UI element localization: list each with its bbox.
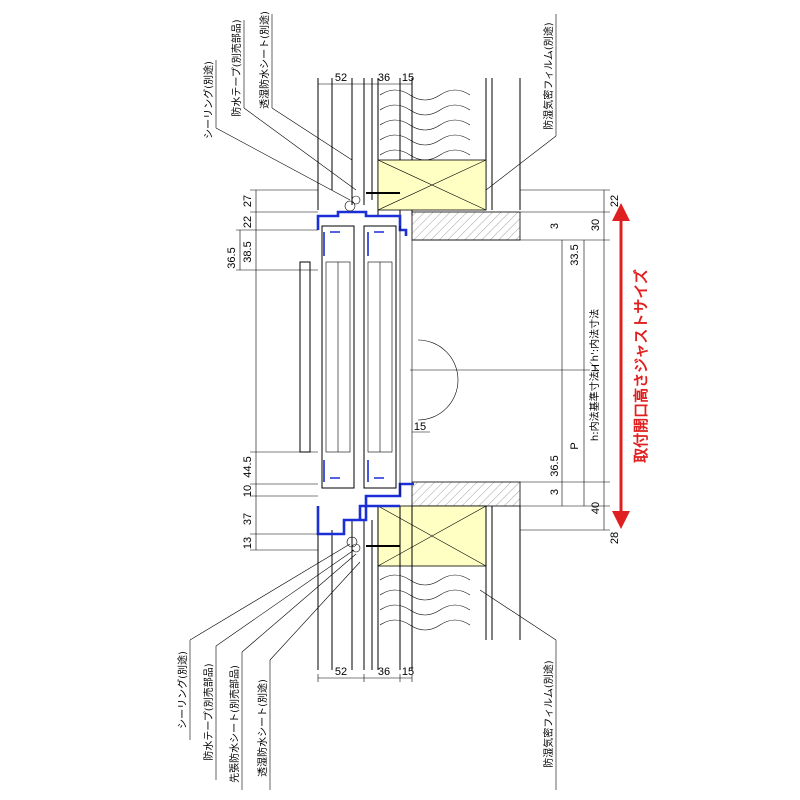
right-dim-28: 28 <box>609 532 621 544</box>
top-dimensions: 52 36 15 <box>317 72 414 88</box>
right-dim-3-top: 3 <box>549 223 561 229</box>
right-dim-22: 22 <box>609 195 621 207</box>
left-dim-27: 27 <box>242 195 254 207</box>
right-dim-335: 33.5 <box>569 244 581 265</box>
bottom-callouts: シーリング(別途) 防水テープ(別売部品) 先張防水シート(別売部品) 透湿防水… <box>176 543 557 790</box>
left-dim-445: 44.5 <box>242 456 254 477</box>
inner-dimension-label: h:内法基準寸法／h':内法寸法 <box>588 309 601 441</box>
opening-height-arrow: 取付開口高さジャストサイズ <box>612 203 650 529</box>
opening-height-label: 取付開口高さジャストサイズ <box>632 269 650 463</box>
callout-top-sealing: シーリング(別途) <box>202 61 215 139</box>
bottom-dim-52: 52 <box>335 666 347 678</box>
left-dim-37: 37 <box>242 513 254 525</box>
wall-top <box>317 78 521 241</box>
left-dim-365: 36.5 <box>226 247 238 268</box>
top-dim-36: 36 <box>378 72 390 84</box>
callout-bottom-waterproof-tape: 防水テープ(別売部品) <box>202 663 215 760</box>
left-dimensions: 27 22 36.5 38.5 44.5 10 37 13 <box>226 189 318 551</box>
callout-bottom-sealing: シーリング(別途) <box>176 651 189 729</box>
callout-top-breathable-sheet: 透湿防水シート(別途) <box>258 11 271 109</box>
top-dim-15: 15 <box>402 72 414 84</box>
right-dim-15: 15 <box>414 421 426 433</box>
callout-bottom-pre-sheet: 先張防水シート(別売部品) <box>228 665 241 783</box>
wall-bottom <box>317 481 521 670</box>
bottom-dim-36: 36 <box>378 666 390 678</box>
right-dim-3-bottom: 3 <box>549 489 561 495</box>
callout-top-waterproof-tape: 防水テープ(別売部品) <box>230 19 243 116</box>
right-dimensions: 22 30 3 33.5 P H 36.5 3 40 28 15 h:内法基準寸… <box>410 189 621 544</box>
right-dim-40: 40 <box>590 502 602 514</box>
bottom-dim-15: 15 <box>402 666 414 678</box>
top-dim-52: 52 <box>335 72 347 84</box>
left-dim-385: 38.5 <box>242 241 254 262</box>
right-dim-30: 30 <box>590 219 602 231</box>
left-dim-22: 22 <box>242 216 254 228</box>
callout-bottom-vapor-film: 防湿気密フィルム(別途) <box>542 660 555 768</box>
bottom-dimensions: 52 36 15 <box>317 666 414 682</box>
top-callouts: シーリング(別途) 防水テープ(別売部品) 透湿防水シート(別途) 防湿気密フィ… <box>202 11 557 201</box>
right-dim-P: P <box>569 442 581 449</box>
right-dim-365: 36.5 <box>549 455 561 476</box>
window-frame <box>299 192 459 553</box>
left-dim-10: 10 <box>242 485 254 497</box>
callout-top-vapor-film: 防湿気密フィルム(別途) <box>542 22 555 130</box>
callout-bottom-breathable-sheet: 透湿防水シート(別途) <box>256 679 269 777</box>
left-dim-13: 13 <box>242 537 254 549</box>
right-dim-H: H <box>590 364 602 372</box>
